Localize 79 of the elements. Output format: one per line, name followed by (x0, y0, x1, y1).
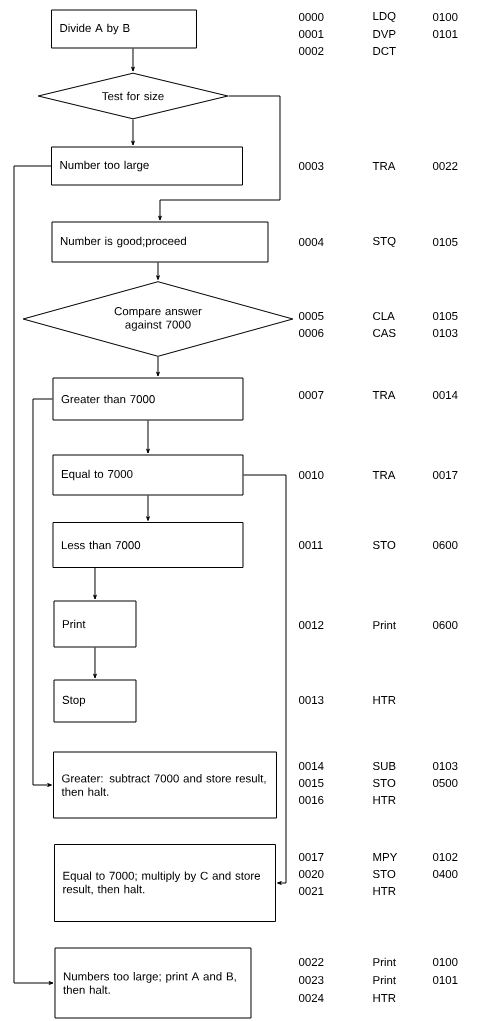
arrow (146, 420, 150, 454)
process-box: Equal to 7000 (52, 454, 244, 496)
table-cell: 0022 (432, 161, 458, 171)
table-cell: STO (373, 778, 396, 788)
table-cell: HTR (373, 796, 396, 804)
table-cell: 0011 (298, 540, 323, 550)
arrow (156, 262, 160, 281)
table-cell: 0101 (432, 975, 458, 985)
table-cell: CAS (373, 328, 396, 338)
table-cell: 0007 (298, 390, 324, 400)
table-cell: 0013 (298, 695, 324, 705)
table-cell: 0001 (298, 29, 324, 39)
table-cell: HTR (373, 887, 396, 895)
table-cell: STO (373, 540, 396, 550)
process-box: Less than 7000 (52, 522, 244, 568)
table-cell: 0002 (298, 46, 324, 56)
arrow (93, 567, 97, 600)
table-cell: SUB (373, 761, 396, 771)
table-cell: 0020 (298, 869, 324, 879)
table-cell: 0003 (298, 161, 324, 171)
table-cell: 0500 (432, 778, 458, 788)
arrow (131, 119, 135, 146)
arrow (32, 398, 53, 787)
table-cell: 0014 (298, 761, 324, 771)
table-cell: 0103 (432, 761, 458, 771)
table-cell: 0022 (298, 957, 324, 967)
table-cell: 0105 (432, 311, 458, 321)
table-cell: Print (373, 975, 396, 985)
table-cell: 0105 (432, 237, 458, 247)
table-cell: 0017 (298, 852, 324, 862)
process-box: Greater: subtract 7000 and store result, then halt. (53, 751, 277, 819)
table-cell: HTR (373, 696, 396, 704)
table-cell: 0600 (432, 620, 458, 630)
table-cell: STO (373, 869, 396, 879)
table-cell: 0023 (298, 975, 324, 985)
arrow (243, 474, 287, 885)
table-cell: 0102 (432, 852, 458, 862)
process-box: Numbers too large; print A and B, then halt. (54, 947, 252, 1019)
table-cell: Print (373, 957, 396, 967)
process-box: Divide A by B (51, 9, 197, 49)
table-cell: MPY (373, 853, 398, 861)
table-cell: 0012 (298, 620, 324, 630)
table-cell: 0600 (432, 540, 458, 550)
process-box: Greater than 7000 (52, 377, 244, 421)
table-cell: TRA (372, 391, 396, 399)
process-box: Stop (53, 679, 137, 723)
table-cell: Print (373, 620, 396, 630)
table-cell: CLA (373, 311, 395, 321)
arrow (13, 165, 54, 985)
table-cell: 0010 (298, 470, 324, 480)
table-cell: HTR (373, 994, 396, 1002)
table-cell: STQ (373, 236, 396, 248)
process-box: Number is good;proceed (51, 221, 269, 263)
table-cell: 0400 (432, 869, 458, 879)
table-cell: 0100 (432, 12, 458, 22)
process-box: Number too large (51, 146, 243, 186)
table-cell: 0015 (298, 778, 324, 788)
table-cell: LDQ (373, 11, 396, 23)
table-cell: 0016 (298, 795, 324, 805)
process-box: Equal to 7000; multiply by C and store result, then halt. (54, 844, 276, 922)
table-cell: 0014 (432, 390, 458, 400)
table-cell: 0101 (432, 29, 458, 39)
process-box: Print (53, 600, 137, 648)
table-cell: 0021 (298, 886, 324, 896)
arrow (158, 95, 281, 221)
table-cell: 0017 (432, 470, 458, 480)
arrow (93, 647, 97, 679)
table-cell: 0103 (432, 328, 458, 338)
arrow (146, 495, 150, 522)
table-cell: TRA (372, 471, 396, 479)
table-cell: 0004 (298, 237, 324, 247)
table-cell: 0100 (432, 957, 458, 967)
table-cell: 0000 (298, 12, 324, 22)
table-cell: DCT (373, 46, 396, 56)
arrow (131, 48, 135, 72)
table-cell: TRA (372, 162, 396, 170)
table-cell: 0024 (298, 993, 324, 1003)
table-cell: DVP (373, 30, 396, 38)
arrow (156, 356, 160, 377)
